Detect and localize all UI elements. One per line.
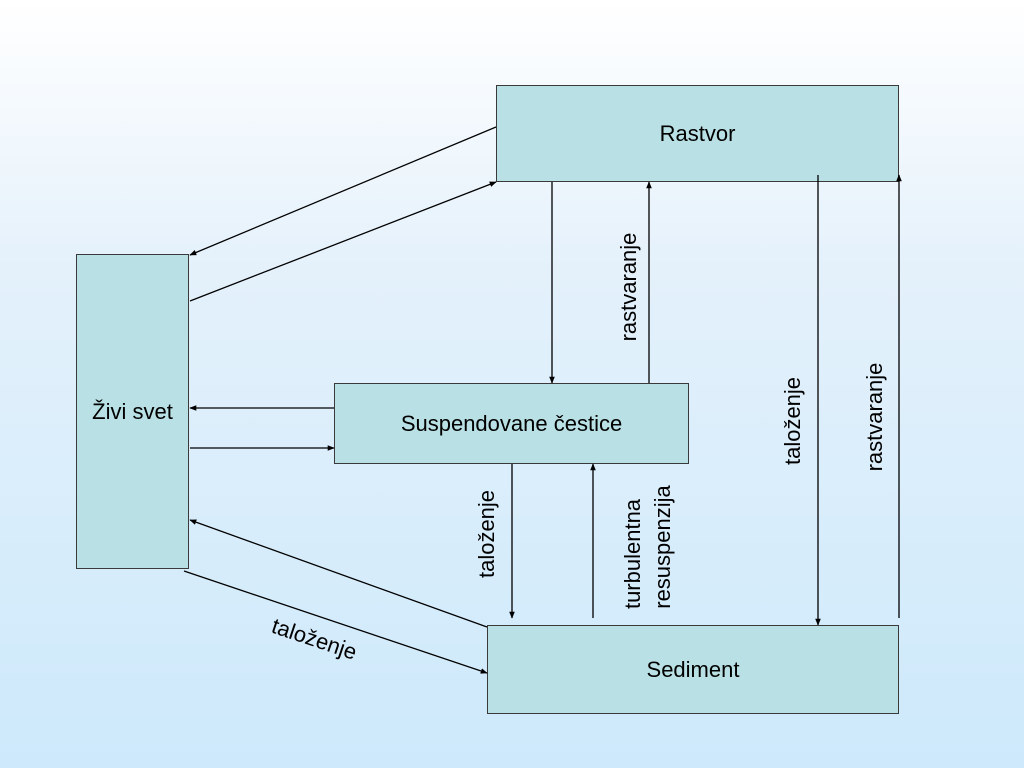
label-talozenje-zivi: taloženje bbox=[269, 613, 360, 665]
label-rastvaranje-sediment: rastvaranje bbox=[862, 363, 887, 472]
node-suspendovane-cestice: Suspendovane čestice bbox=[334, 383, 689, 464]
label-rastvaranje-susp: rastvaranje bbox=[616, 233, 641, 342]
node-rastvor-label: Rastvor bbox=[659, 120, 736, 146]
node-suspendovane-cestice-label: Suspendovane čestice bbox=[400, 410, 623, 436]
label-turbulentna: turbulentna bbox=[620, 498, 645, 609]
node-sediment-label: Sediment bbox=[646, 656, 740, 682]
edge-sediment-to-zivi-svet bbox=[189, 519, 488, 628]
node-zivi-svet-label: Živi svet bbox=[92, 398, 173, 424]
edge-zivi-svet-to-rastvor bbox=[189, 181, 497, 302]
label-talozenje-susp: taloženje bbox=[474, 490, 499, 578]
label-talozenje-rastvor: taloženje bbox=[780, 377, 805, 465]
node-sediment: Sediment bbox=[487, 625, 899, 714]
edge-zivi-svet-to-sediment bbox=[183, 570, 488, 674]
node-zivi-svet: Živi svet bbox=[76, 254, 189, 569]
node-rastvor: Rastvor bbox=[496, 85, 899, 182]
edge-rastvor-to-zivi-svet bbox=[189, 126, 497, 256]
label-resuspenzija: resuspenzija bbox=[650, 484, 675, 608]
